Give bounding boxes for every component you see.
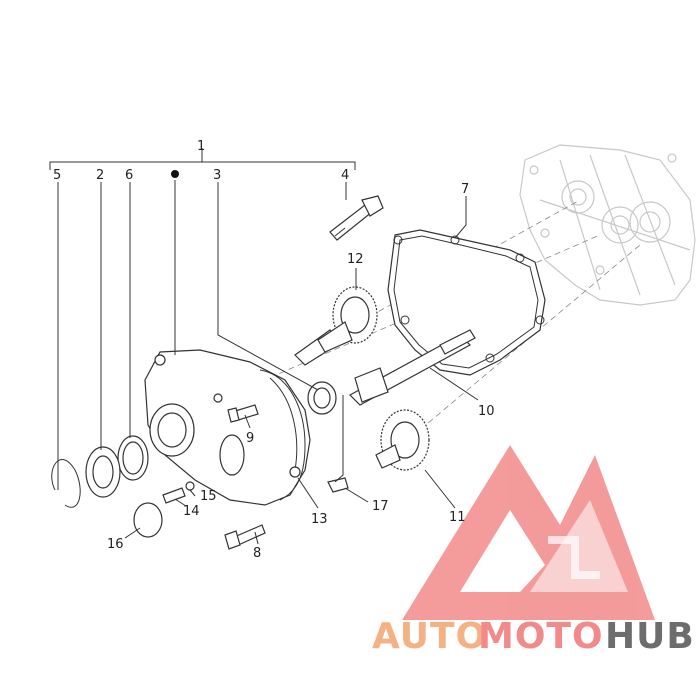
transmission-housing-outline (519, 144, 696, 306)
callout-9: 9 (246, 431, 254, 446)
callout-2: 2 (96, 168, 104, 183)
main-bearing (85, 446, 121, 498)
callout-1: 1 (197, 139, 205, 154)
seal-ring (117, 435, 149, 481)
callout-labels: 1 2 3 4 5 6 7 8 9 10 11 12 13 14 15 16 1… (53, 139, 495, 561)
callout-3: 3 (213, 168, 221, 183)
intermediate-gear (294, 286, 378, 366)
oil-level-screw (162, 481, 195, 504)
callout-17: 17 (372, 499, 389, 514)
callout-7: 7 (461, 182, 469, 197)
pinion-shaft (329, 195, 384, 241)
output-shaft (349, 329, 476, 406)
circlip (51, 459, 81, 508)
cap (133, 502, 163, 538)
callout-16: 16 (107, 537, 124, 552)
watermark-hub: HUB (605, 616, 695, 657)
callout-5: 5 (53, 168, 61, 183)
bearing-small (307, 381, 337, 415)
transmission-cover (144, 349, 311, 506)
callout-10: 10 (478, 404, 495, 419)
leader-lines (49, 148, 479, 545)
callout-11: 11 (449, 510, 466, 525)
clip (327, 477, 349, 493)
watermark-auto: AUTO (372, 616, 487, 657)
callout-4: 4 (341, 168, 349, 183)
reference-dot (171, 170, 179, 178)
callout-14: 14 (183, 504, 200, 519)
watermark-moto: MOTO (478, 616, 604, 657)
callout-8: 8 (253, 546, 261, 561)
watermark-text: AUTO MOTO HUB (372, 616, 695, 657)
callout-6: 6 (125, 168, 133, 183)
cover-bolt (227, 404, 259, 423)
callout-12: 12 (347, 252, 364, 267)
final-drive-gear (375, 409, 430, 471)
drain-bolt (224, 524, 266, 550)
watermark-logo (402, 445, 655, 620)
callout-13: 13 (311, 512, 328, 527)
gasket (387, 229, 546, 376)
callout-15: 15 (200, 489, 217, 504)
